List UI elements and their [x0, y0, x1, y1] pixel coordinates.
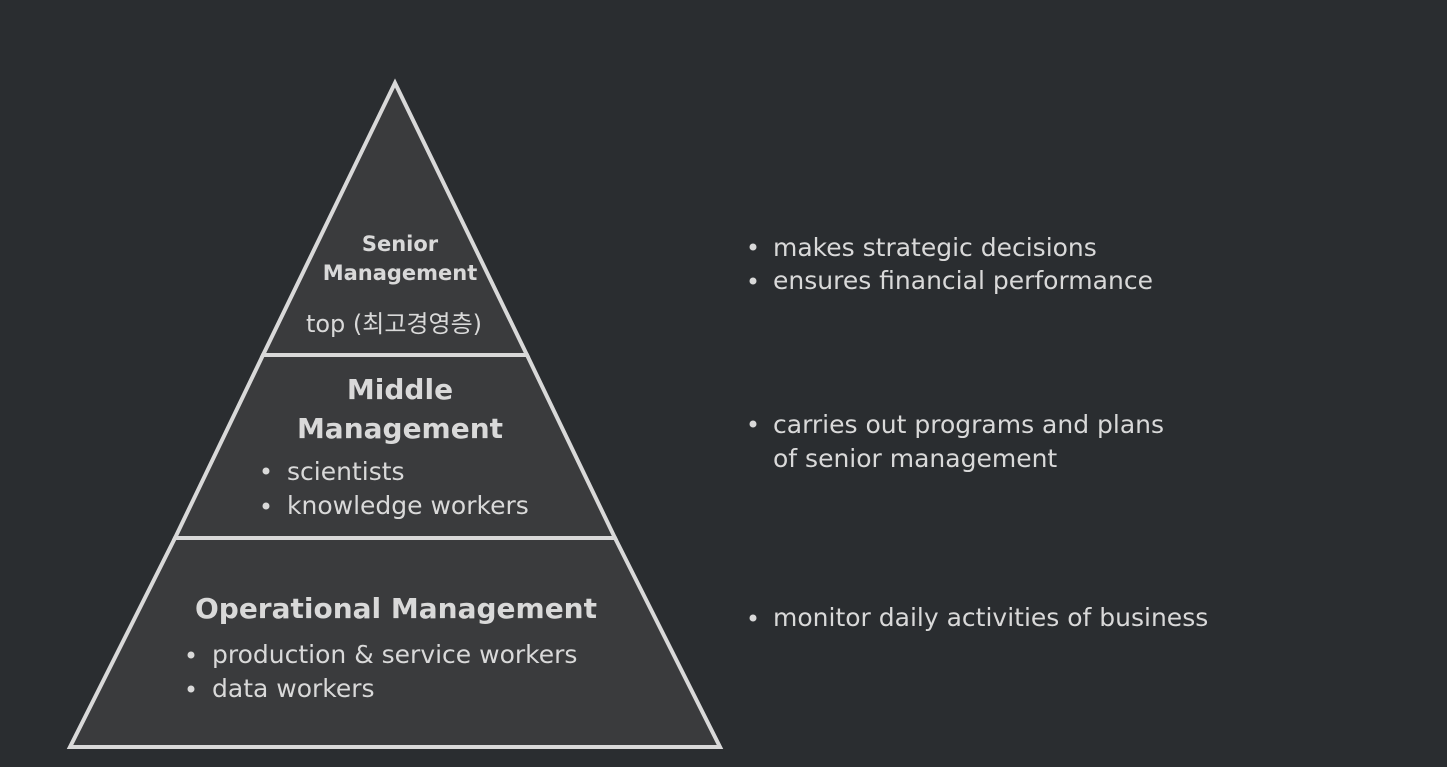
operational-description: monitor daily activities of business	[773, 603, 1208, 632]
middle-item: knowledge workers	[287, 491, 529, 520]
operational-item: production & service workers	[212, 640, 577, 669]
operational-title: Operational Management	[195, 592, 597, 625]
middle-item-bullet	[262, 502, 270, 510]
middle-description: carries out programs and plans	[773, 410, 1164, 439]
middle-description-bullet	[749, 420, 757, 428]
operational-item-bullet	[187, 685, 195, 693]
senior-description: ensures financial performance	[773, 266, 1153, 295]
senior-title-line2: Management	[323, 261, 478, 285]
senior-description-bullet	[749, 243, 757, 251]
pyramid-tier-operational	[66, 536, 724, 749]
middle-title-line2: Management	[297, 412, 503, 445]
middle-title-line1: Middle	[347, 373, 453, 406]
operational-item-bullet	[187, 651, 195, 659]
middle-item-bullet	[262, 467, 270, 475]
senior-description: makes strategic decisions	[773, 233, 1097, 262]
senior-subtitle: top (최고경영층)	[306, 310, 482, 338]
senior-description-bullet	[749, 277, 757, 285]
operational-item: data workers	[212, 674, 375, 703]
operational-description-bullet	[749, 614, 757, 622]
senior-title-line1: Senior	[362, 232, 439, 256]
middle-item: scientists	[287, 457, 405, 486]
middle-description: of senior management	[773, 444, 1057, 473]
